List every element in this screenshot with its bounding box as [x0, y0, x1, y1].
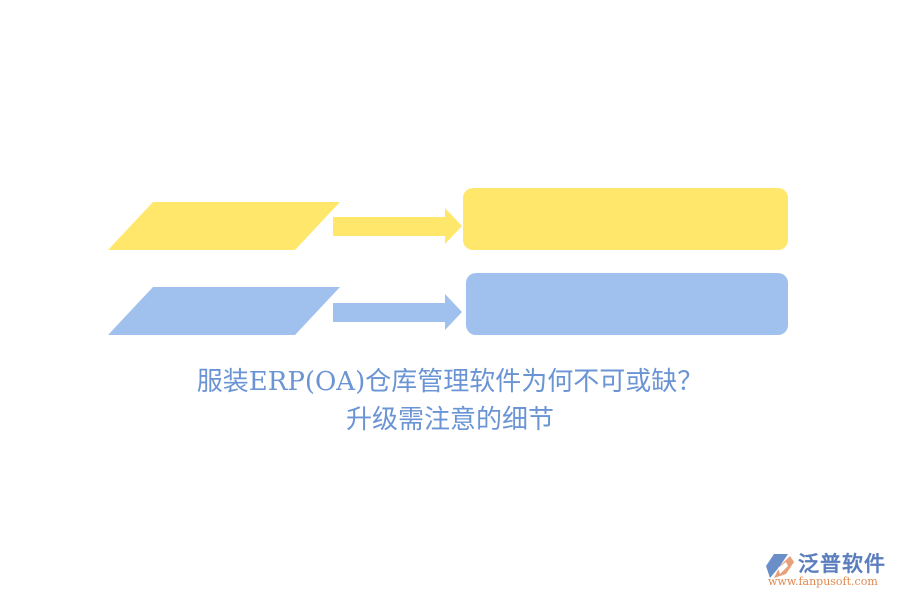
blue-arrow-icon — [333, 294, 462, 330]
fanpu-logo-icon — [766, 554, 794, 578]
title-line-2: 升级需注意的细节 — [345, 405, 554, 435]
blue-rounded-box — [466, 273, 788, 335]
brand-url: www.fanpusoft.com — [768, 575, 878, 588]
yellow-row — [108, 188, 788, 250]
yellow-arrow-icon — [333, 208, 462, 244]
title-line-1: 服装ERP(OA)仓库管理软件为何不可或缺？ — [196, 367, 704, 397]
yellow-parallelogram — [108, 202, 340, 250]
brand-name: 泛普软件 — [798, 552, 886, 576]
brand-logo: 泛普软件 www.fanpusoft.com — [766, 550, 896, 590]
blue-parallelogram — [108, 287, 340, 335]
blue-row — [108, 273, 788, 335]
yellow-rounded-box — [463, 188, 788, 250]
